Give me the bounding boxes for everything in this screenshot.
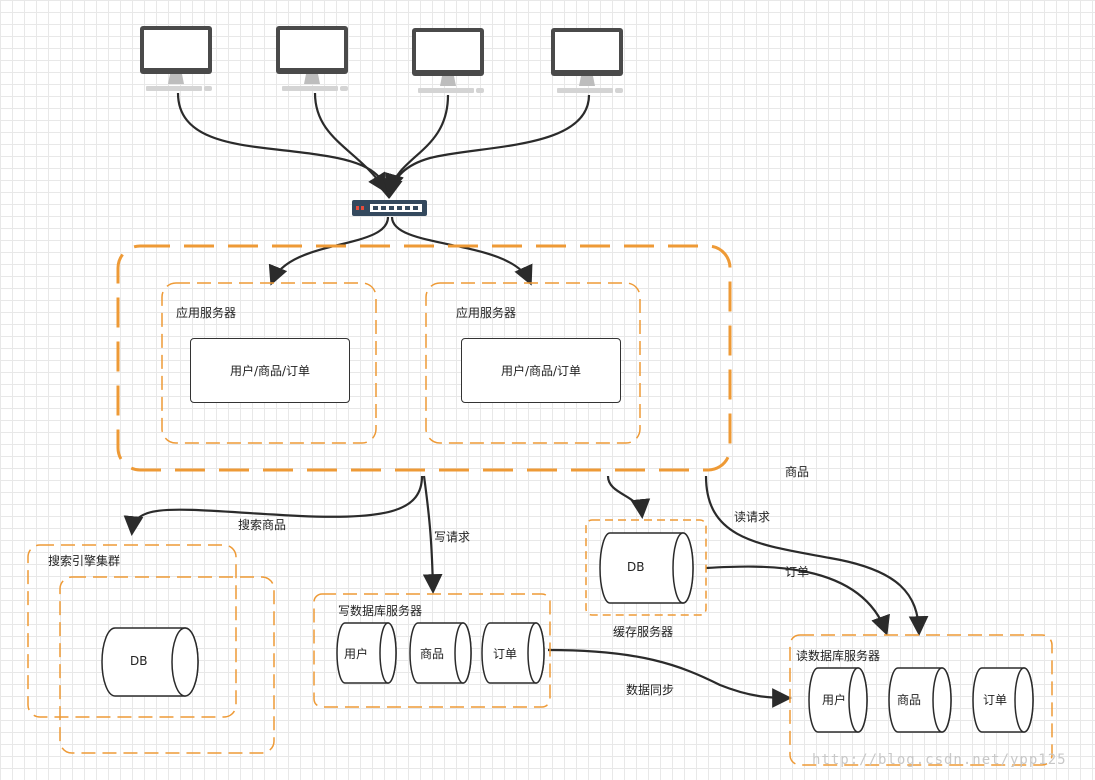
search-cluster-title: 搜索引擎集群: [48, 554, 121, 568]
app-server-2: [425, 282, 641, 444]
edge-label-read: 读请求: [734, 510, 771, 524]
write-table-users: 用户: [344, 647, 369, 661]
watermark: http://blog.csdn.net/ypp125: [812, 752, 1067, 768]
read-table-orders-cylinder: [972, 667, 1034, 733]
edge-label-search: 搜索商品: [238, 518, 287, 532]
monitor-icon: [551, 28, 623, 93]
cache-server-title: 缓存服务器: [613, 625, 674, 639]
app-server-1-title: 应用服务器: [176, 306, 237, 320]
app-server-2-module: 用户/商品/订单: [461, 338, 621, 403]
read-table-users-cylinder: [808, 667, 868, 733]
cache-db-label: DB: [627, 560, 645, 574]
app-server-1-module: 用户/商品/订单: [190, 338, 350, 403]
app-server-2-title: 应用服务器: [456, 306, 517, 320]
cache-server: [585, 519, 707, 616]
monitor-icon: [140, 26, 212, 91]
edge-label-order: 订单: [785, 565, 810, 579]
edge-label-goods: 商品: [785, 465, 810, 479]
search-db-cylinder: [101, 627, 199, 697]
client-links: [176, 92, 591, 199]
write-table-orders-cylinder: [481, 622, 545, 684]
monitor-icon: [412, 28, 484, 93]
write-table-users-cylinder: [336, 622, 397, 684]
network-switch-icon: [352, 200, 427, 216]
read-db-server: [789, 634, 1053, 766]
edge-label-sync: 数据同步: [626, 683, 675, 697]
search-cluster-front: [59, 576, 275, 754]
read-table-users: 用户: [822, 693, 847, 707]
storage-links: [123, 475, 929, 708]
search-cluster-back: [27, 544, 237, 718]
read-table-orders: 订单: [983, 693, 1008, 707]
write-table-goods: 商品: [420, 647, 445, 661]
read-table-goods-cylinder: [888, 667, 952, 733]
read-db-title: 读数据库服务器: [796, 649, 881, 663]
cache-db-cylinder: [599, 532, 694, 604]
app-server-1: [161, 282, 377, 444]
switch-links: [268, 216, 533, 286]
monitor-icon: [276, 26, 348, 91]
write-table-goods-cylinder: [409, 622, 472, 684]
search-db-label: DB: [130, 654, 148, 668]
read-table-goods: 商品: [897, 693, 922, 707]
write-db-server: [313, 593, 551, 708]
write-db-title: 写数据库服务器: [338, 604, 423, 618]
write-table-orders: 订单: [493, 647, 518, 661]
edge-label-write: 写请求: [434, 530, 471, 544]
app-server-group: [116, 244, 732, 472]
